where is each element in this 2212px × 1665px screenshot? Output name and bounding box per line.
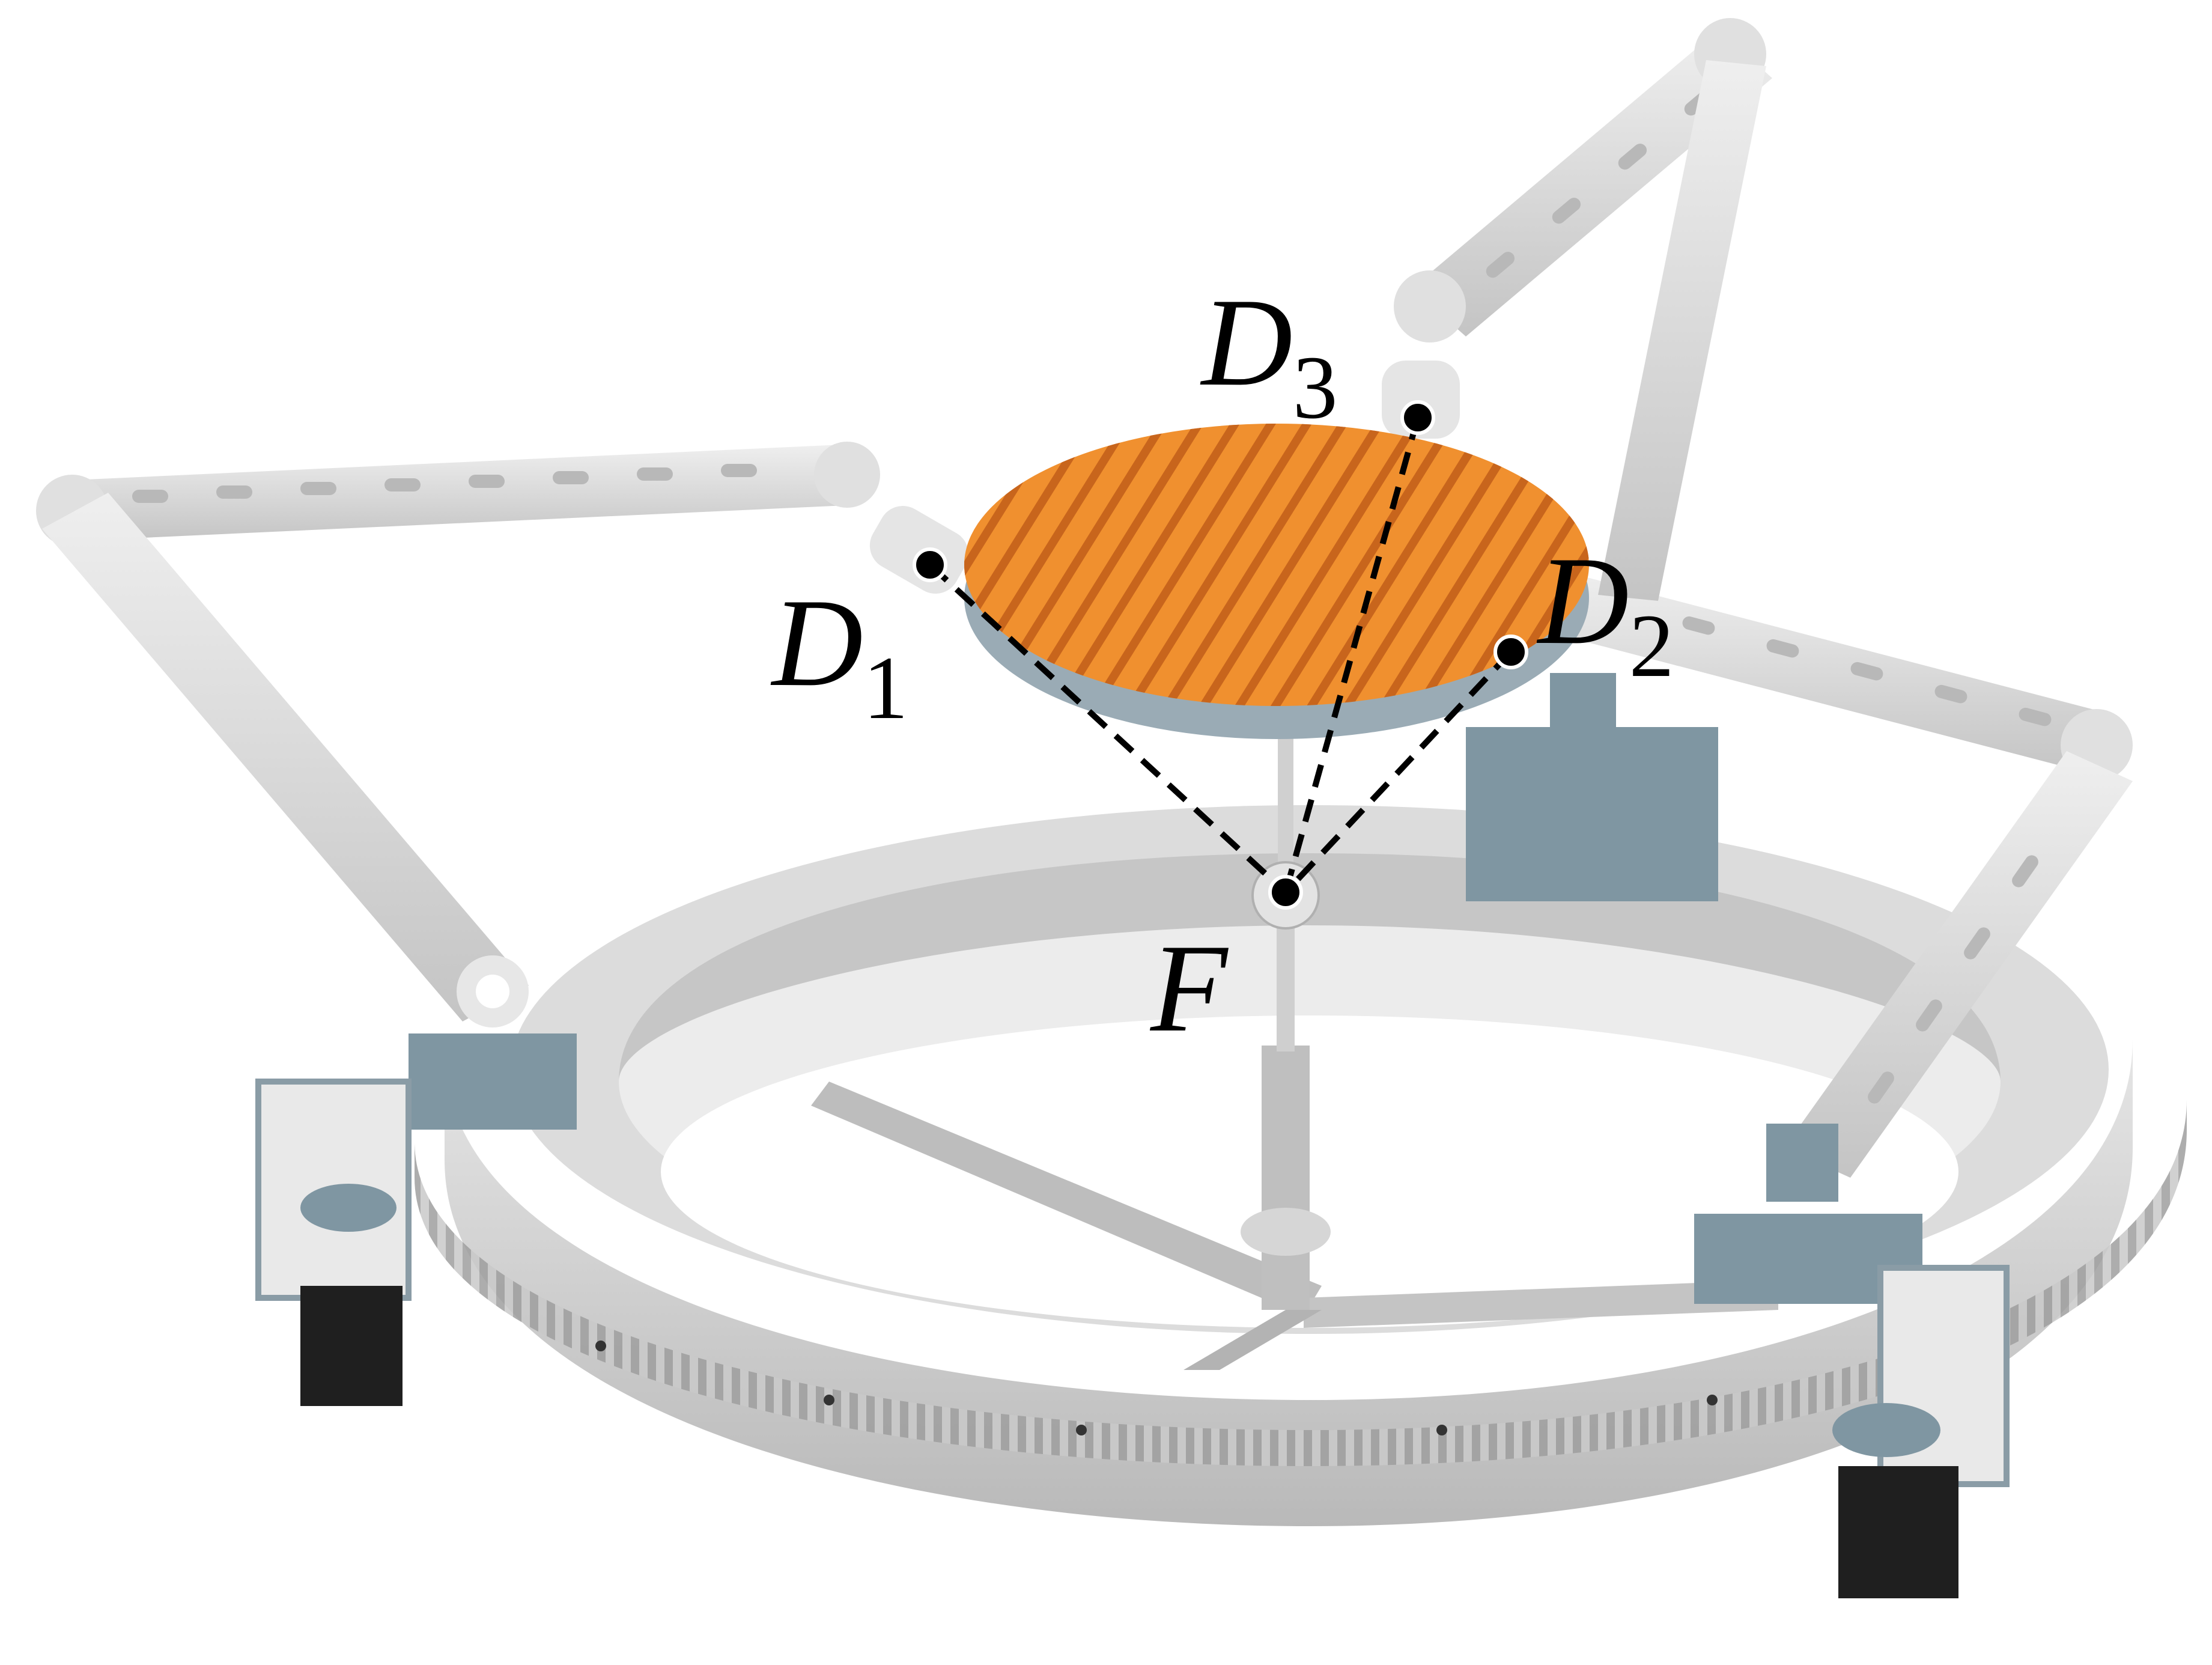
arm-1-lower-link bbox=[42, 493, 529, 1021]
arm-2 bbox=[1466, 571, 2133, 1598]
arm-1-shoulder-upper bbox=[814, 442, 880, 508]
strut-right bbox=[1304, 1280, 1778, 1328]
arm-1-base-pivot-hole bbox=[476, 975, 509, 1008]
arm-2-lower-slots bbox=[1868, 855, 2038, 1104]
arm-2-lower-link bbox=[1784, 751, 2133, 1178]
column-upper-rod bbox=[1278, 709, 1293, 889]
arm-2-slots bbox=[1682, 616, 2052, 726]
point-f bbox=[1268, 875, 1303, 910]
arm-1-slots bbox=[132, 464, 757, 503]
line-d3-f bbox=[1283, 416, 1421, 893]
arm-1-carriage bbox=[409, 1033, 577, 1130]
arm-1-wrist bbox=[869, 506, 969, 594]
dashed-lines bbox=[928, 416, 1513, 895]
cross-struts bbox=[811, 1082, 1778, 1370]
column-collar bbox=[1241, 1208, 1331, 1256]
arm-1-upper-link bbox=[60, 445, 859, 541]
arm-2-motor bbox=[1838, 1466, 1958, 1598]
ring-screw-holes bbox=[595, 1335, 1958, 1435]
point-d2 bbox=[1493, 635, 1528, 669]
arm-3-lower-link bbox=[1598, 60, 1766, 601]
label-d3: D3 bbox=[1200, 273, 1338, 437]
strut-front bbox=[1183, 1310, 1322, 1370]
arm-1 bbox=[36, 442, 969, 1406]
arm-1-pulley bbox=[300, 1184, 397, 1232]
line-d1-f bbox=[928, 562, 1288, 895]
arm-3-shoulder bbox=[1394, 270, 1466, 342]
line-d2-f bbox=[1283, 650, 1513, 895]
arm-2-housing bbox=[1466, 727, 1718, 901]
arm-3 bbox=[1382, 18, 1772, 601]
label-d2: D2 bbox=[1536, 531, 1674, 696]
column-lower-rod bbox=[1262, 1046, 1310, 1310]
arm-2-base-pivot-mount bbox=[1766, 1124, 1838, 1202]
label-d1: D1 bbox=[770, 573, 908, 738]
ring-inner-wall bbox=[619, 853, 2001, 1082]
arm-1-motor bbox=[300, 1286, 403, 1406]
arm-2-pulley bbox=[1832, 1403, 1940, 1457]
point-d3 bbox=[1400, 400, 1435, 435]
point-labels: D1 D2 D3 F bbox=[770, 273, 1674, 1058]
point-markers bbox=[913, 400, 1528, 910]
strut-left bbox=[811, 1082, 1322, 1316]
label-f: F bbox=[1149, 919, 1229, 1058]
point-d1 bbox=[913, 547, 947, 582]
